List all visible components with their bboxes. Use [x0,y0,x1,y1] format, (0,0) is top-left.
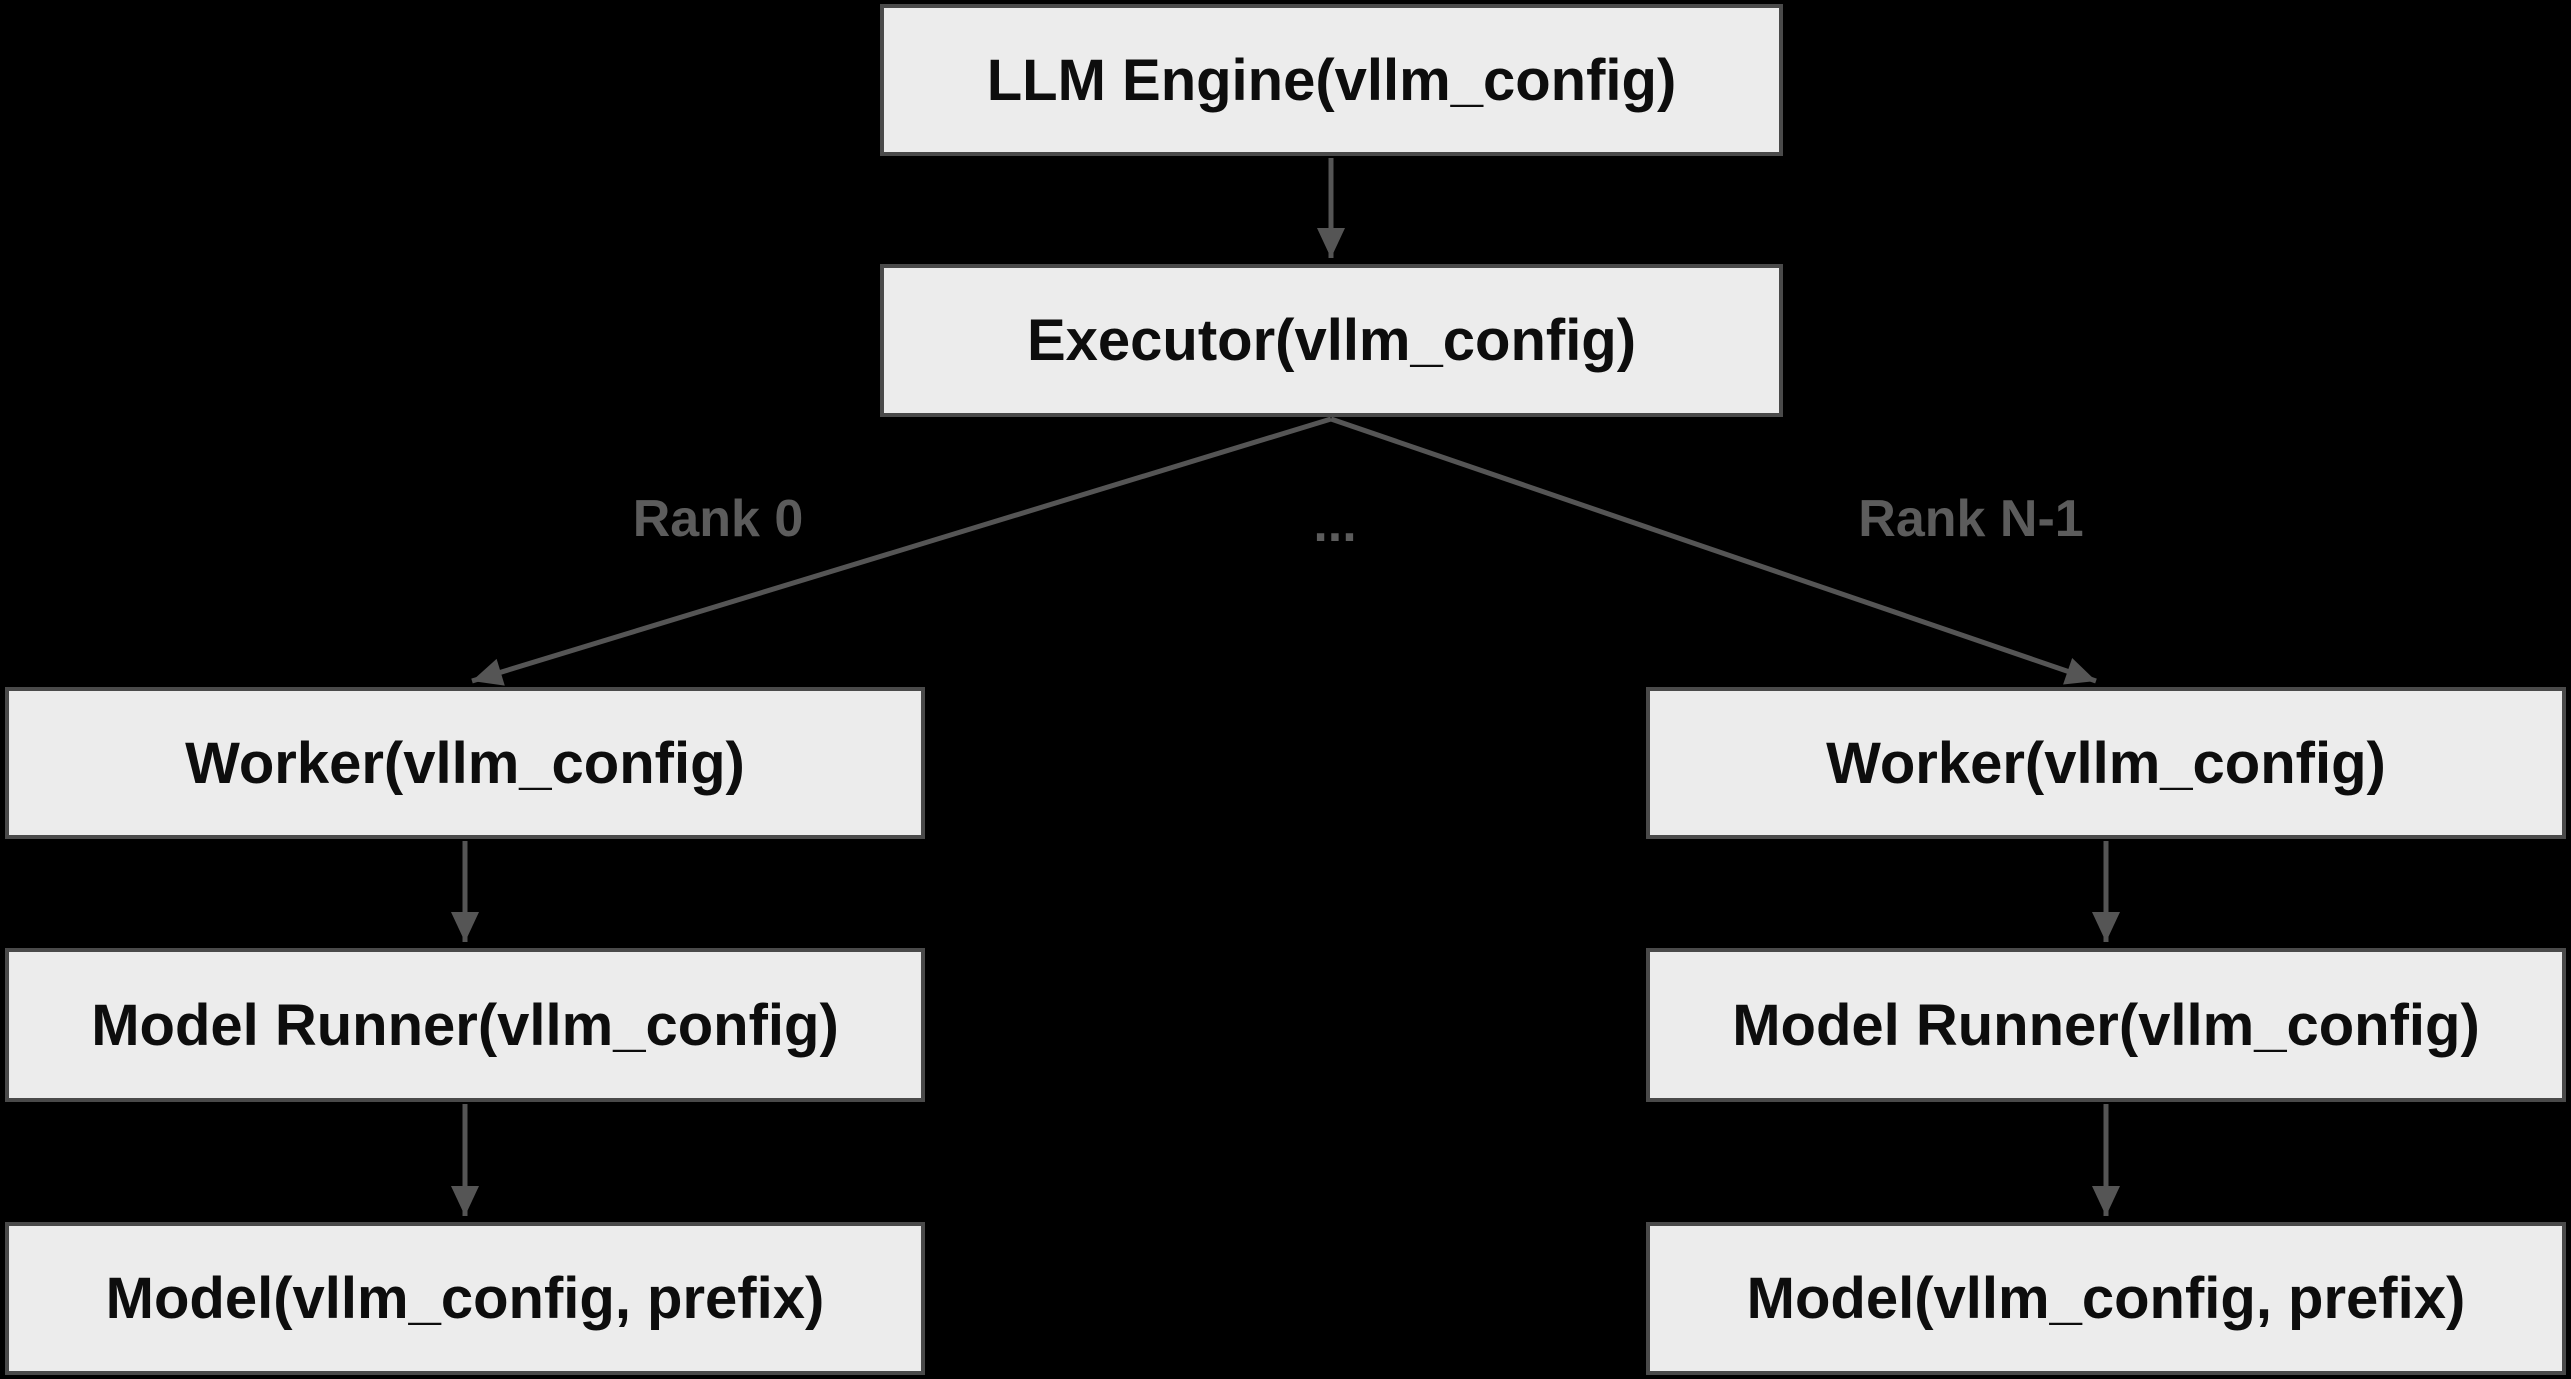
node-model-rank0: Model(vllm_config, prefix) [5,1222,925,1375]
node-worker-rank0-label: Worker(vllm_config) [185,730,745,796]
node-model-runner-rank0-label: Model Runner(vllm_config) [91,992,839,1058]
node-executor-label: Executor(vllm_config) [1026,308,1637,373]
node-executor: Executor(vllm_config) [880,264,1783,417]
edge-label-rank-0: Rank 0 [632,490,804,548]
edge-label-rank-n-1: Rank N-1 [1858,490,2084,548]
node-model-runner-rankn-label: Model Runner(vllm_config) [1732,992,2480,1058]
edge-executor-to-worker-n [1330,416,2097,685]
node-worker-rank0: Worker(vllm_config) [5,687,925,839]
node-model-rank0-label: Model(vllm_config, prefix) [105,1266,825,1331]
node-worker-rankn-label: Worker(vllm_config) [1826,730,2386,796]
node-model-rankn: Model(vllm_config, prefix) [1646,1222,2566,1375]
node-llm-engine: LLM Engine(vllm_config) [880,4,1783,156]
node-model-runner-rank0: Model Runner(vllm_config) [5,948,925,1102]
node-llm-engine-label: LLM Engine(vllm_config) [986,47,1677,113]
node-model-rankn-label: Model(vllm_config, prefix) [1746,1266,2466,1331]
node-worker-rankn: Worker(vllm_config) [1646,687,2566,839]
edge-executor-to-worker-0 [471,416,1332,686]
node-model-runner-rankn: Model Runner(vllm_config) [1646,948,2566,1102]
edge-label-ellipsis: ... [1313,495,1357,553]
